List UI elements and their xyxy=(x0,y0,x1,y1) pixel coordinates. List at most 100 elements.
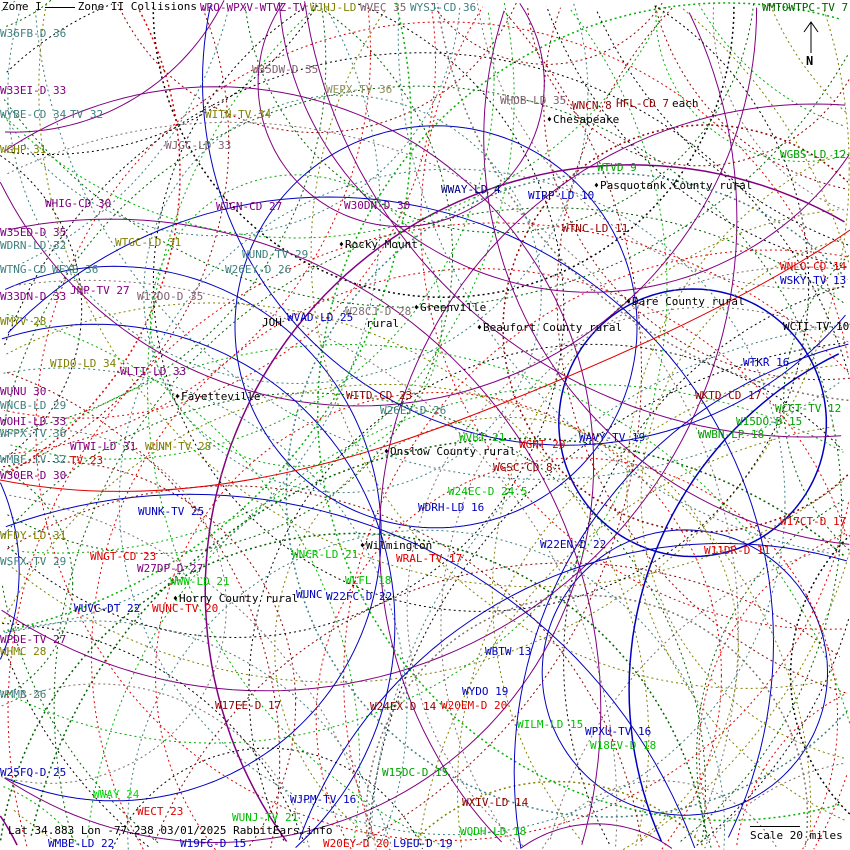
station-label[interactable]: WHIG-CD 30 xyxy=(45,197,112,210)
station-label[interactable]: W20EY-D 20 xyxy=(323,837,390,850)
station-label[interactable]: WEPX-TV 36 xyxy=(326,83,393,96)
station-label[interactable]: WPXU-TV 16 xyxy=(585,725,652,738)
station-label[interactable]: WUNC xyxy=(296,588,323,601)
station-label[interactable]: WNCN 8 xyxy=(572,99,612,112)
station-label[interactable]: JNP-TV 27 xyxy=(70,284,130,297)
station-label[interactable]: W25FQ-D 25 xyxy=(0,766,67,779)
station-label[interactable]: W18EV-D 18 xyxy=(590,739,657,752)
station-label[interactable]: WTNC-LD 11 xyxy=(562,222,629,235)
station-label[interactable]: WXIV-LD 14 xyxy=(462,796,529,809)
station-label[interactable]: TV 23 xyxy=(70,454,104,467)
station-label[interactable]: W17DO-D 35 xyxy=(137,290,204,303)
station-label[interactable]: WFPX-TV 36 xyxy=(0,427,67,440)
station-label[interactable]: W36FB-D 36 xyxy=(0,27,67,40)
station-label[interactable]: WWAY 24 xyxy=(93,788,140,801)
station-label[interactable]: WNLO-CD 14 xyxy=(780,260,847,273)
station-label[interactable]: W17EE-D 17 xyxy=(215,699,282,712)
station-label[interactable]: W35ED-D 35 xyxy=(0,226,67,239)
station-label[interactable]: WJGN-CD 27 xyxy=(216,200,283,213)
station-label[interactable]: HFL-CD 7 xyxy=(616,97,669,110)
station-label[interactable]: WYDO 19 xyxy=(462,685,509,698)
station-label[interactable]: W27DP-D 27 xyxy=(137,562,204,575)
station-label[interactable]: WUNU 30 xyxy=(0,385,47,398)
station-label[interactable]: L9EU-D 19 xyxy=(393,837,453,850)
station-label[interactable]: W33DN-D 33 xyxy=(0,290,67,303)
station-label[interactable]: WDRN-LD 32 xyxy=(0,239,67,252)
station-label[interactable]: W26EY-D 26 xyxy=(380,404,447,417)
station-label[interactable]: WTGC-LD 31 xyxy=(115,236,182,249)
station-label[interactable]: WDRH-LD 16 xyxy=(418,501,485,514)
station-label[interactable]: WVEC 35 xyxy=(360,1,407,14)
station-label[interactable]: WVAD-LD 25 xyxy=(287,311,354,324)
station-label[interactable]: WJHJ-LD xyxy=(310,1,357,14)
station-label[interactable]: WYSJ-CD 36 xyxy=(410,1,477,14)
station-label[interactable]: W15DO-D 15 xyxy=(736,415,803,428)
station-label[interactable]: WKTD-CD 17 xyxy=(695,389,762,402)
station-label[interactable]: W28CJ-D 28 xyxy=(345,305,412,318)
station-label[interactable]: WRAL-TV 17 xyxy=(396,552,463,565)
station-label[interactable]: WBTW 13 xyxy=(485,645,532,658)
station-label[interactable]: WOHI-LD 33 xyxy=(0,415,67,428)
station-label[interactable]: WSKY-TV 13 xyxy=(780,274,847,287)
station-label[interactable]: WIRP-LD 10 xyxy=(528,189,595,202)
station-label[interactable]: W22FC-D 22 xyxy=(326,590,393,603)
station-label[interactable]: W30DN-D 30 xyxy=(344,199,411,212)
station-label[interactable]: WNCR-LD 21 xyxy=(292,548,359,561)
station-label[interactable]: W24EC-D 24.5 xyxy=(448,485,528,498)
station-label[interactable]: WCCT-TV 12 xyxy=(775,402,842,415)
station-label[interactable]: WITN-TV 34 xyxy=(205,108,272,121)
station-label[interactable]: WTWI-LD 31 xyxy=(70,440,137,453)
station-label[interactable]: WSFX-TV 29 xyxy=(0,555,67,568)
station-label[interactable]: WUNJ-TV 21 xyxy=(232,811,299,824)
station-label[interactable]: WCTI-TV 10 xyxy=(783,320,850,333)
station-label[interactable]: WWW-LD 21 xyxy=(170,575,230,588)
station-label[interactable]: WAVY-TV 19 xyxy=(579,431,646,444)
station-label[interactable]: WNGT-CD 23 xyxy=(90,550,157,563)
station-label[interactable]: WMTOWTPC-TV 7 xyxy=(762,1,849,14)
station-label[interactable]: WUNK-TV 25 xyxy=(138,505,205,518)
station-label[interactable]: WLFL 18 xyxy=(345,574,392,587)
station-label[interactable]: WHOB-LD 35 xyxy=(500,94,567,107)
station-label[interactable]: WITD-CD 23 xyxy=(346,389,413,402)
station-label[interactable]: WFDY-LD 31 xyxy=(0,529,67,542)
station-label[interactable]: W33EI-D 33 xyxy=(0,84,67,97)
station-label[interactable]: WGHP 31 xyxy=(0,143,47,156)
station-label[interactable]: WWBN-LP 18 xyxy=(698,428,765,441)
station-label[interactable]: WYBE-CD 34 xyxy=(0,108,67,121)
station-label[interactable]: WMBF-TV 32 xyxy=(0,453,67,466)
station-label[interactable]: WQDH-LD 18 xyxy=(460,825,527,838)
station-label[interactable]: WRO-WPXV-WTVZ-TV xyxy=(200,1,306,14)
station-label[interactable]: WGBS-LD 12 xyxy=(780,148,847,161)
station-label[interactable]: WGNT 20 xyxy=(519,438,566,451)
station-label[interactable]: WNCB-LD 29 xyxy=(0,399,67,412)
station-label[interactable]: WIDO-LD 34 xyxy=(50,357,117,370)
station-label[interactable]: WLTI-LD 33 xyxy=(120,365,187,378)
station-label[interactable]: WECT 23 xyxy=(137,805,184,818)
station-label[interactable]: W22EN-D 22 xyxy=(540,538,607,551)
station-label[interactable]: W26EY-D 26 xyxy=(225,263,292,276)
station-label[interactable]: WMMB 26 xyxy=(0,688,47,701)
station-label[interactable]: WFXB 36 xyxy=(52,263,99,276)
station-label[interactable]: WGSC-CD 8 xyxy=(493,461,553,474)
station-label[interactable]: W17CT-D 17 xyxy=(780,515,847,528)
station-label[interactable]: WTVD 9 xyxy=(597,161,637,174)
station-label[interactable]: WTKR 16 xyxy=(743,356,790,369)
station-label[interactable]: W20EM-D 20 xyxy=(441,699,508,712)
station-label[interactable]: WILM-LD 15 xyxy=(517,718,584,731)
station-label[interactable]: W15DC-D 15 xyxy=(382,766,449,779)
station-label[interactable]: WJPM-TV 16 xyxy=(290,793,357,806)
station-label[interactable]: WUNM-TV 28 xyxy=(145,440,212,453)
station-label[interactable]: W19FC-D 15 xyxy=(180,837,247,850)
station-label[interactable]: W11DR-D 11 xyxy=(704,544,771,557)
station-label[interactable]: WMYV 28 xyxy=(0,315,47,328)
station-label[interactable]: WUVC-DT 22 xyxy=(74,602,141,615)
station-label[interactable]: TV 32 xyxy=(70,108,104,121)
station-label[interactable]: WTNG-CD xyxy=(0,263,47,276)
station-label[interactable]: WJGC-LD 33 xyxy=(165,139,232,152)
station-label[interactable]: WMBE-LD 22 xyxy=(48,837,115,850)
station-label[interactable]: WHMC 28 xyxy=(0,645,47,658)
station-label[interactable]: W30ER-D 30 xyxy=(0,469,67,482)
station-label[interactable]: WPDE-TV 27 xyxy=(0,633,67,646)
station-label[interactable]: WUNC-TV 20 xyxy=(152,602,219,615)
